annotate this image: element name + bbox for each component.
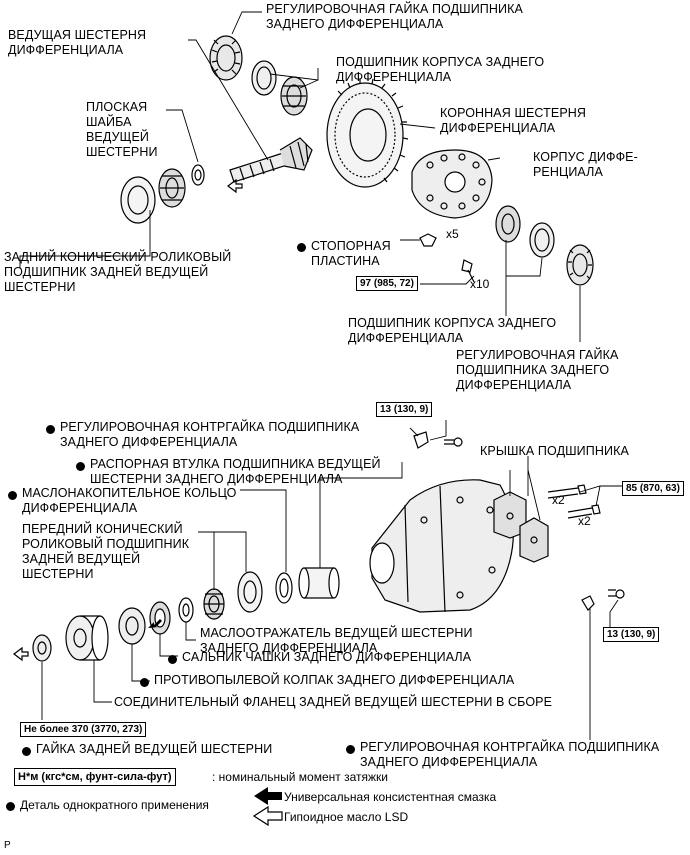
non-reusable-dot-lock-plate [297, 243, 306, 252]
torque-cap-bolt: 85 (870, 63) [622, 481, 684, 496]
non-reusable-dot-oil-seal [168, 655, 177, 664]
legend-torque-unit-box: Н*м (кгс*см, фунт-сила-фут) [14, 768, 176, 786]
non-reusable-dot-dust-deflector [140, 678, 149, 687]
grease-arrow-seal [148, 619, 162, 628]
hypoid-oil-arrow-nut [13, 646, 29, 662]
adjusting-nut-bottom-part [566, 244, 594, 286]
companion-flange-part [65, 615, 109, 661]
rear-taper-bearing-part [120, 168, 186, 224]
legend-non-reusable-dot [6, 802, 15, 811]
oil-ring-part [275, 572, 293, 604]
legend-grease: Универсальная консистентная смазка [284, 790, 497, 804]
front-taper-bearing-part [203, 571, 263, 620]
torque-pinion-nut: Не более 370 (3770, 273) [20, 722, 147, 737]
multiplier-cap-bolt-lower: x2 [578, 514, 591, 528]
multiplier-lock-plate: x5 [446, 227, 459, 241]
lock-nut-top-part [413, 431, 463, 449]
oil-slinger-part [178, 597, 194, 623]
adjusting-nut-top-part [209, 35, 243, 81]
torque-lock-nut-bottom: 13 (130, 9) [603, 627, 660, 642]
ring-gear-part [326, 78, 409, 188]
case-bearing-top-part [251, 60, 308, 116]
legend-hypoid-arrow [252, 805, 283, 827]
lock-plate-part [419, 233, 475, 283]
case-bearing-bottom-part [495, 205, 555, 258]
multiplier-lock-plate-bolt: x10 [470, 277, 490, 291]
lock-nut-bottom-part [581, 589, 625, 611]
spacer-part [298, 567, 340, 599]
torque-lock-plate-bolt: 97 (985, 72) [356, 276, 418, 291]
bearing-cap-parts [493, 491, 549, 563]
drive-pinion-part [229, 137, 313, 183]
footer-code: P [4, 840, 11, 851]
torque-lock-nut-top: 13 (130, 9) [376, 402, 433, 417]
legend-torque-unit-text: : номинальный момент затяжки [212, 770, 388, 784]
legend-non-reusable: Деталь однократного применения [20, 798, 209, 812]
label-companion-flange: СОЕДИНИТЕЛЬНЫЙ ФЛАНЕЦ ЗАДНЕЙ ВЕДУЩЕЙ ШЕС… [114, 695, 553, 709]
non-reusable-dot-oil-ring [8, 491, 17, 500]
carrier-housing-part [369, 479, 514, 613]
differential-case-part [411, 149, 493, 219]
legend-hypoid-oil: Гипоидное масло LSD [284, 810, 409, 824]
plate-washer-part [191, 164, 205, 186]
label-dust-deflector: ПРОТИВОПЫЛЕВОЙ КОЛПАК ЗАДНЕГО ДИФФЕРЕНЦИ… [154, 673, 515, 687]
hypoid-oil-arrow-pinion [227, 178, 243, 194]
label-bearing-cap: КРЫШКА ПОДШИПНИКА [480, 444, 629, 458]
pinion-nut-part [32, 634, 52, 662]
label-differential-case: КОРПУС ДИФФЕ-РЕНЦИАЛА [533, 150, 638, 179]
label-pinion-nut: ГАЙКА ЗАДНЕЙ ВЕДУЩЕЙ ШЕСТЕРНИ [36, 742, 273, 756]
legend-grease-arrow [254, 787, 282, 805]
non-reusable-dot-spacer [76, 462, 85, 471]
non-reusable-dot-lock-nut-top [46, 425, 55, 434]
oil-seal-part [149, 601, 171, 635]
multiplier-cap-bolt-upper: x2 [552, 493, 565, 507]
non-reusable-dot-lock-nut-bottom [346, 745, 355, 754]
non-reusable-dot-pinion-nut [22, 747, 31, 756]
dust-deflector-part [118, 607, 146, 645]
label-oil-seal: САЛЬНИК ЧАШКИ ЗАДНЕГО ДИФФЕРЕНЦИАЛА [182, 650, 472, 664]
cap-bolt-parts [547, 484, 601, 519]
